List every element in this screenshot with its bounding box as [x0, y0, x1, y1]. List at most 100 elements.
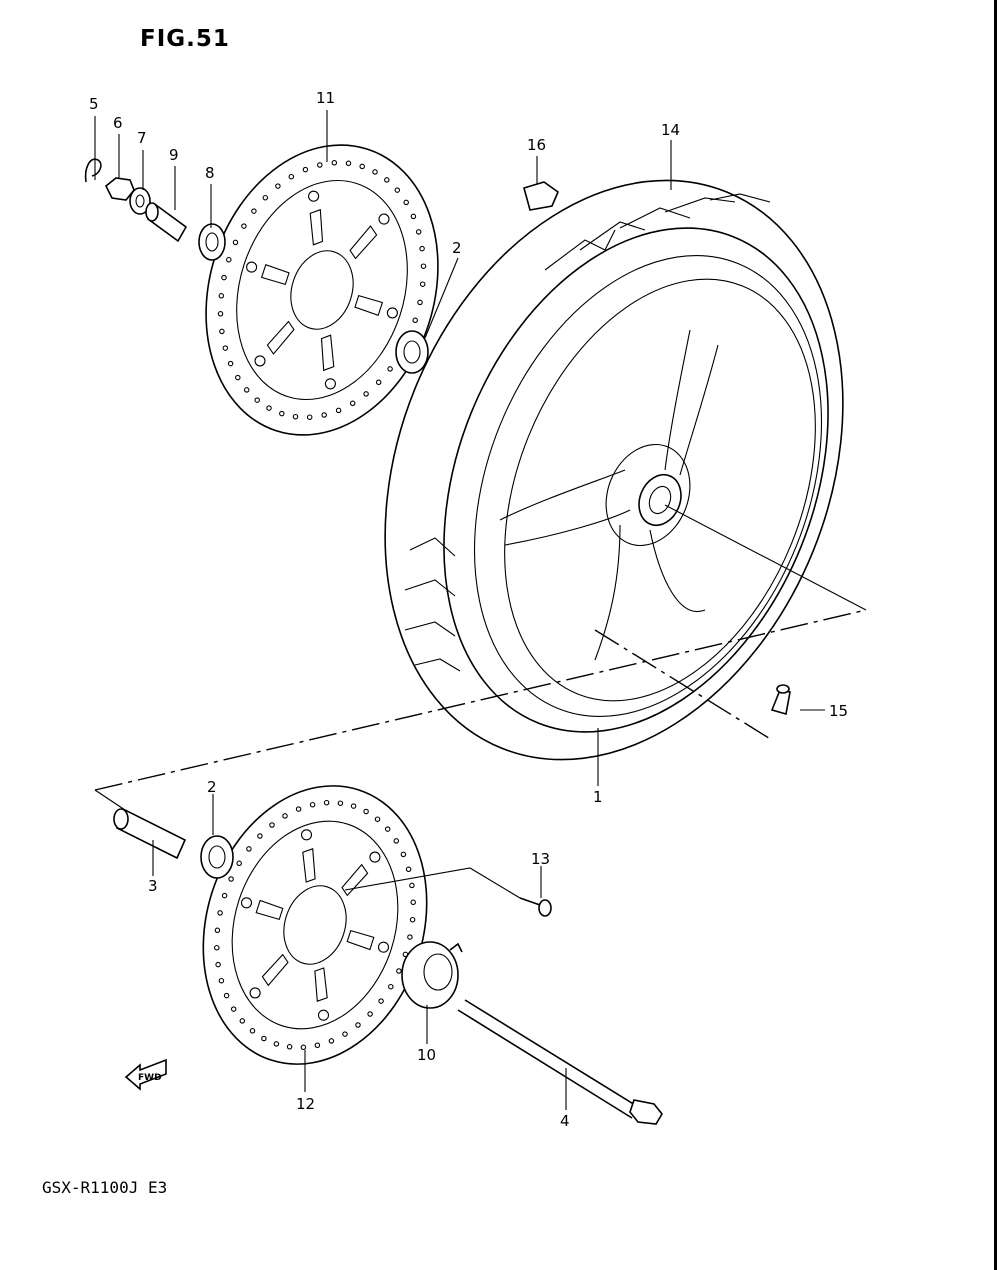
callout-12: 12: [296, 1095, 315, 1113]
disc-drill-hole: [372, 169, 378, 175]
disc-vent-slot: [309, 208, 324, 246]
model-code: GSX-R1100J E3: [42, 1178, 168, 1197]
callout-6: 6: [113, 114, 123, 132]
disc-drill-hole: [302, 166, 309, 173]
washer: [129, 187, 151, 215]
disc-rivet: [240, 897, 253, 909]
disc-drill-hole: [288, 173, 295, 180]
callout-4: 4: [560, 1112, 570, 1130]
disc-drill-hole: [378, 998, 384, 1004]
disc-drill-hole: [419, 281, 426, 287]
disc-drill-hole: [223, 992, 230, 999]
disc-drill-hole: [227, 360, 234, 367]
disc-drill-hole: [396, 968, 402, 974]
disc-drill-hole: [269, 822, 275, 828]
disc-drill-hole: [410, 899, 416, 906]
disc-rivet: [254, 355, 266, 367]
leader-lines: [94, 110, 825, 1110]
disc-drill-hole: [345, 160, 352, 167]
disc-drill-hole: [243, 387, 250, 393]
disc-drill-hole: [261, 1035, 267, 1042]
bearing-bottom: [200, 835, 234, 879]
axle-centerline: [94, 609, 867, 791]
balance-weight: [523, 181, 559, 211]
disc-drill-hole: [251, 208, 257, 214]
figure-title: FIG.51: [140, 26, 230, 52]
disc-bolt: [519, 897, 552, 917]
disc-vent-slot: [341, 863, 369, 897]
valve-centerline: [594, 629, 773, 741]
disc-rivet: [246, 261, 258, 273]
tire-tread: [404, 193, 771, 672]
disc-rivet: [324, 378, 336, 390]
callout-9: 9: [169, 146, 179, 164]
callout-3: 3: [148, 877, 158, 895]
disc-vent-slot: [354, 294, 384, 317]
disc-drill-hole: [228, 876, 234, 882]
upper-brake-disc: [205, 144, 439, 436]
disc-drill-hole: [409, 916, 416, 923]
disc-rivet: [386, 307, 398, 319]
disc-drill-hole: [286, 1044, 293, 1050]
disc-drill-hole: [257, 833, 263, 839]
speedometer-gearbox: [401, 941, 463, 1009]
disc-drill-hole: [306, 414, 313, 420]
disc-drill-hole: [359, 163, 365, 170]
spacer-top: [145, 202, 188, 243]
disc-drill-hole: [217, 311, 224, 317]
disc-drill-hole: [419, 245, 425, 252]
dust-seal: [198, 223, 226, 261]
disc-drill-hole: [420, 263, 427, 269]
valve-stem: [770, 684, 791, 716]
disc-drill-hole: [405, 866, 412, 873]
callout-2-lower: 2: [207, 778, 217, 796]
disc-drill-hole: [275, 183, 281, 189]
wheel-spokes: [499, 329, 719, 661]
disc-drill-hole: [387, 366, 393, 372]
callout-15: 15: [829, 702, 848, 720]
disc-drill-hole: [236, 860, 242, 867]
disc-drill-hole: [254, 397, 260, 403]
disc-drill-hole: [342, 1031, 348, 1037]
disc-vent-slot: [314, 967, 328, 1002]
disc-drill-hole: [314, 1042, 321, 1049]
disc-rivet: [308, 190, 320, 202]
disc-drill-hole: [363, 391, 369, 397]
disc-drill-hole: [218, 293, 225, 299]
disc-drill-hole: [335, 407, 342, 414]
disc-rivet: [317, 1009, 330, 1021]
disc-drill-hole: [349, 400, 356, 407]
disc-drill-hole: [221, 274, 227, 281]
disc-vent-slot: [302, 848, 316, 883]
disc-drill-hole: [266, 405, 272, 411]
disc-drill-hole: [367, 1011, 373, 1017]
disc-drill-hole: [241, 223, 247, 229]
axle-guide-left: [94, 789, 126, 811]
callout-13: 13: [531, 850, 550, 868]
axle-guide-right: [664, 504, 867, 611]
disc-drill-hole: [222, 345, 229, 351]
disc-drill-hole: [215, 961, 221, 968]
fwd-direction-marker: FWD: [124, 1058, 167, 1091]
disc-rivet: [300, 829, 313, 841]
callout-10: 10: [417, 1046, 436, 1064]
disc-drill-hole: [388, 983, 394, 990]
disc-vent-slot: [320, 334, 335, 372]
callout-1: 1: [593, 788, 603, 806]
disc-drill-hole: [409, 882, 415, 889]
disc-rivet: [377, 941, 390, 953]
front-wheel: [384, 179, 844, 761]
disc-drill-hole: [410, 213, 417, 220]
disc-drill-hole: [407, 934, 413, 940]
disc-drill-hole: [323, 799, 330, 806]
disc-drill-hole: [226, 256, 232, 263]
disc-drill-hole: [328, 1038, 335, 1044]
disc-rivet: [369, 851, 381, 863]
disc-vent-slot: [261, 953, 289, 987]
callout-8: 8: [205, 164, 215, 182]
disc-drill-hole: [355, 1022, 361, 1028]
disc-drill-hole: [300, 1044, 307, 1051]
disc-rivet: [249, 987, 261, 999]
disc-drill-hole: [394, 187, 401, 193]
disc-drill-hole: [246, 846, 252, 852]
